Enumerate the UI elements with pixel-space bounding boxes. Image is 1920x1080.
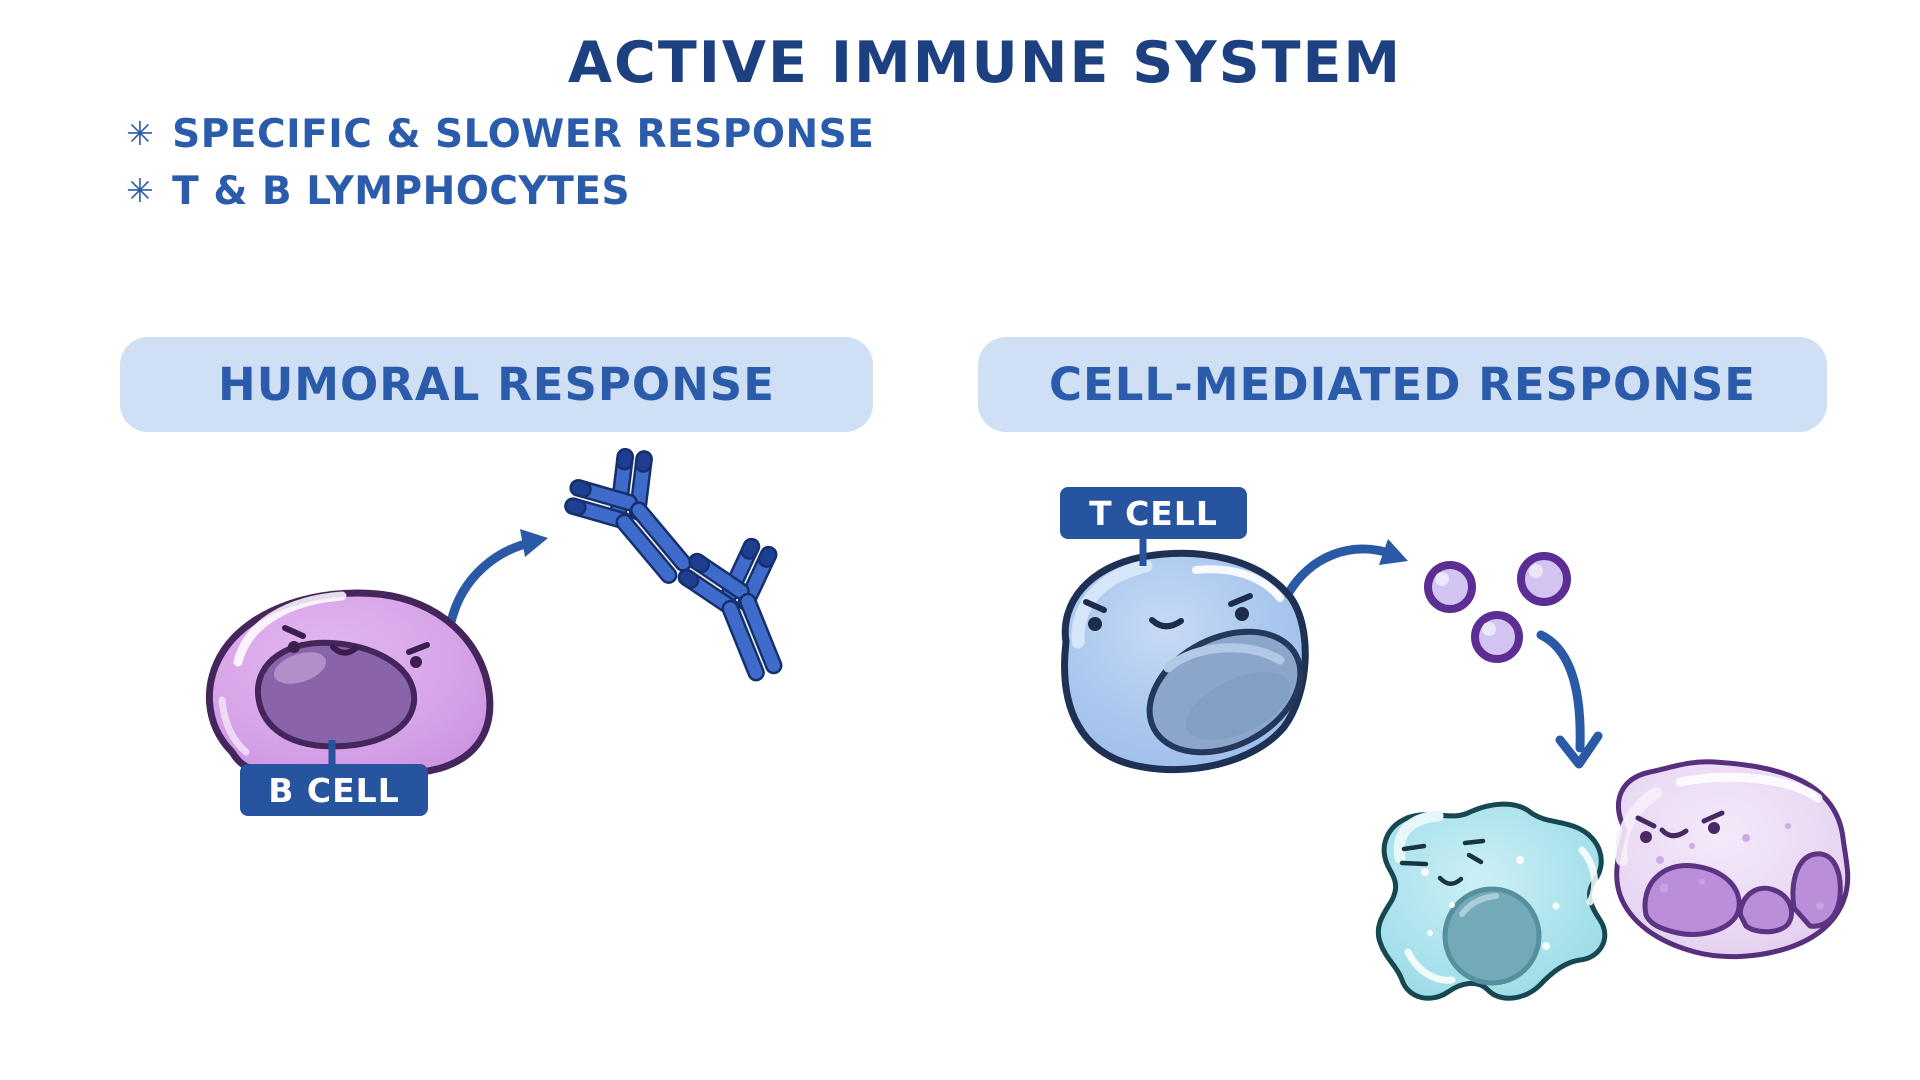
macrophage-highlight xyxy=(1578,846,1599,906)
t-cell-highlight xyxy=(1192,565,1284,602)
arrow-head-icon xyxy=(1555,731,1603,769)
left-eye xyxy=(1640,831,1652,843)
speckle xyxy=(1542,942,1550,950)
t-cell-highlight xyxy=(1071,559,1153,649)
nucleus-lobe xyxy=(1737,885,1794,935)
t-cell-to-cytokines-arrow xyxy=(1283,539,1408,599)
right-eye xyxy=(1235,607,1249,621)
target-cell-highlight xyxy=(1615,787,1662,866)
nucleus-lobe xyxy=(1642,863,1742,937)
left-eyebrow xyxy=(1635,815,1657,829)
right-eyebrow xyxy=(1228,593,1253,607)
highlight-dot xyxy=(1435,572,1449,586)
macrophage-face xyxy=(1399,838,1486,886)
b-cell-nucleus xyxy=(254,639,418,750)
left-eye-line xyxy=(1401,843,1427,852)
speckle xyxy=(1742,834,1750,842)
right-eye xyxy=(1708,822,1720,834)
macrophage-illustration xyxy=(1375,801,1608,1001)
wink-eye xyxy=(1149,617,1184,630)
right-eye xyxy=(410,656,422,668)
speckle xyxy=(1427,930,1433,936)
b-cell-highlight xyxy=(218,696,250,756)
target-cell-highlight xyxy=(1675,772,1823,803)
antibody-icons xyxy=(562,447,821,692)
left-eyebrow xyxy=(282,625,306,639)
right-eye-tick xyxy=(1466,852,1484,865)
right-eye-line xyxy=(1462,838,1486,846)
speckle xyxy=(1659,883,1669,893)
arrow-curve xyxy=(1283,544,1397,599)
b-cell-illustration xyxy=(205,589,494,782)
cytokine-highlights xyxy=(1435,564,1543,636)
macrophage-nucleus xyxy=(1442,886,1542,986)
highlight-dot xyxy=(1529,564,1543,578)
b-cell-to-antibodies-arrow xyxy=(446,529,548,627)
arrow-head-icon xyxy=(1379,539,1408,565)
speckle xyxy=(1689,843,1695,849)
antibody-icon xyxy=(562,447,695,587)
target-cell-face xyxy=(1635,810,1725,843)
b-cell-nucleus-highlight xyxy=(273,652,327,684)
speckle xyxy=(1516,856,1524,864)
speckle xyxy=(1656,856,1664,864)
left-eye-line xyxy=(1399,860,1429,867)
macrophage-nucleus-highlight xyxy=(1459,893,1499,917)
speckle xyxy=(1449,902,1455,908)
speckle xyxy=(1785,823,1791,829)
cytokine-icons xyxy=(1424,552,1571,663)
macrophage-highlight xyxy=(1404,948,1456,984)
b-cell-face xyxy=(282,625,430,668)
arrow-head-icon xyxy=(520,529,548,557)
target-cell-speckles xyxy=(1656,823,1824,910)
highlight-dot xyxy=(1482,622,1496,636)
macrophage-speckles xyxy=(1421,856,1560,950)
t-cell-face xyxy=(1083,593,1253,631)
t-cell-illustration xyxy=(1061,535,1309,774)
left-eye xyxy=(288,641,300,653)
t-cell-nucleus-shade xyxy=(1185,671,1291,741)
target-cell-illustration xyxy=(1614,759,1851,960)
speckle xyxy=(1699,879,1705,885)
cytokines-to-cells-arrow xyxy=(1536,630,1603,769)
speckle xyxy=(1816,902,1824,910)
nucleus-lobe xyxy=(1790,851,1843,929)
b-cell-highlight xyxy=(233,591,347,667)
wink-eye xyxy=(1659,827,1689,839)
cytokine-icon xyxy=(1424,561,1476,613)
speckle xyxy=(1421,868,1429,876)
cytokine-icon xyxy=(1517,552,1571,606)
left-eye xyxy=(1088,617,1102,631)
right-eyebrow xyxy=(1701,810,1725,824)
mouth xyxy=(1437,875,1464,886)
arrow-curve xyxy=(446,537,539,627)
t-cell-nucleus-highlight xyxy=(1163,643,1285,673)
macrophage-highlight xyxy=(1393,810,1444,864)
right-eyebrow xyxy=(406,642,430,655)
left-eyebrow xyxy=(1083,599,1107,613)
wink-eye xyxy=(330,644,359,656)
arrow-curve xyxy=(1536,630,1585,753)
speckle xyxy=(1552,902,1560,910)
target-cell-nucleus xyxy=(1642,851,1843,937)
cytokine-icon xyxy=(1471,611,1523,663)
